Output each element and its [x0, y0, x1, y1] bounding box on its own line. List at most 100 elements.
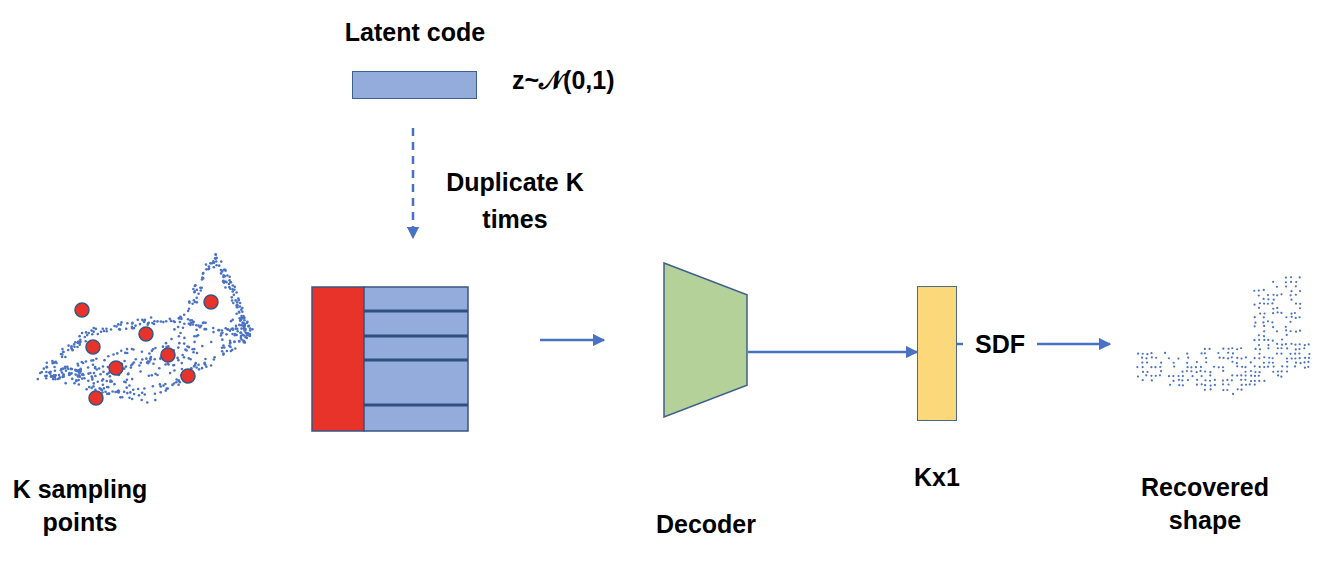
cloud-point: [1145, 374, 1147, 376]
cloud-point: [1245, 356, 1247, 358]
cloud-point: [1295, 285, 1297, 287]
cloud-point: [148, 374, 151, 377]
cloud-point: [1258, 375, 1260, 377]
duplicate-label: Duplicate K times: [430, 164, 600, 238]
cloud-point: [143, 393, 146, 396]
cloud-point: [1240, 389, 1242, 391]
cloud-point: [104, 390, 107, 393]
cloud-point: [1263, 356, 1265, 358]
cloud-point: [1299, 307, 1301, 309]
cloud-point: [213, 358, 216, 361]
cloud-point: [205, 365, 208, 368]
cloud-point: [125, 386, 128, 389]
cloud-point: [233, 294, 236, 297]
cloud-point: [1254, 357, 1256, 359]
cloud-point: [64, 356, 67, 359]
recovered-shape: Recovered shape: [1110, 262, 1320, 537]
cloud-point: [97, 333, 100, 336]
cloud-point: [227, 328, 230, 331]
cloud-point: [61, 348, 64, 351]
cloud-point: [81, 332, 84, 335]
cloud-point: [133, 393, 136, 396]
cloud-point: [214, 253, 217, 256]
cloud-point: [70, 368, 73, 371]
cloud-point: [1186, 362, 1188, 364]
cloud-point: [106, 373, 109, 376]
cloud-point: [235, 313, 238, 316]
cloud-point: [87, 372, 90, 375]
cloud-point: [194, 285, 197, 288]
cloud-point: [1209, 388, 1211, 390]
cloud-point: [242, 322, 245, 325]
cloud-point: [1204, 348, 1206, 350]
cloud-point: [221, 270, 224, 273]
cloud-point: [1169, 384, 1171, 386]
cloud-point: [99, 373, 102, 376]
cloud-point: [1276, 294, 1278, 296]
cloud-point: [188, 301, 191, 304]
cloud-point: [1241, 366, 1243, 368]
cloud-point: [1294, 344, 1296, 346]
cloud-point: [1236, 374, 1238, 376]
cloud-point: [1186, 366, 1188, 368]
cloud-point: [1155, 357, 1157, 359]
cloud-point: [1160, 362, 1162, 364]
cloud-point: [1263, 325, 1265, 327]
row-divider: [364, 335, 468, 338]
cloud-point: [142, 320, 145, 323]
cloud-point: [1204, 379, 1206, 381]
cloud-point: [1259, 366, 1261, 368]
cloud-point: [1250, 370, 1252, 372]
cloud-point: [243, 329, 246, 332]
cloud-point: [1272, 371, 1274, 373]
sample-point: [89, 391, 103, 405]
cloud-point: [1218, 366, 1220, 368]
cloud-point: [231, 284, 234, 287]
cloud-point: [231, 296, 234, 299]
row-divider: [364, 310, 468, 313]
cloud-point: [152, 348, 155, 351]
cloud-point: [195, 289, 198, 292]
cloud-point: [221, 346, 224, 349]
cloud-point: [229, 288, 232, 291]
decoder-shape: [664, 263, 747, 417]
cloud-point: [1267, 294, 1269, 296]
cloud-point: [197, 363, 200, 366]
cloud-point: [1291, 357, 1293, 359]
cloud-point: [240, 315, 243, 318]
cloud-point: [1150, 375, 1152, 377]
cloud-point: [59, 376, 62, 379]
cloud-point: [204, 358, 207, 361]
latent-rows: [364, 287, 468, 431]
cloud-point: [119, 328, 122, 331]
cloud-point: [1136, 366, 1138, 368]
cloud-point: [1151, 379, 1153, 381]
cloud-point: [177, 326, 180, 329]
cloud-point: [246, 332, 249, 335]
cloud-point: [152, 362, 155, 365]
cloud-point: [1254, 375, 1256, 377]
cloud-point: [162, 321, 165, 324]
cloud-point: [1294, 365, 1296, 367]
node-label: Kx1: [897, 461, 977, 494]
cloud-point: [1259, 312, 1261, 314]
cloud-point: [90, 359, 93, 362]
cloud-point: [134, 324, 137, 327]
cloud-point: [1236, 365, 1238, 367]
cloud-point: [228, 279, 231, 282]
cloud-point: [1204, 384, 1206, 386]
recovered-point-cloud: [1136, 276, 1310, 395]
cloud-point: [1258, 353, 1260, 355]
cloud-point: [43, 367, 46, 370]
cloud-point: [120, 321, 123, 324]
cloud-point: [1214, 379, 1216, 381]
cloud-point: [220, 260, 223, 263]
cloud-point: [112, 353, 115, 356]
cloud-point: [1231, 374, 1233, 376]
cloud-point: [232, 302, 235, 305]
cloud-point: [220, 332, 223, 335]
cloud-point: [238, 340, 241, 343]
cloud-point: [236, 328, 239, 331]
cloud-point: [1210, 385, 1212, 387]
cloud-point: [90, 329, 93, 332]
